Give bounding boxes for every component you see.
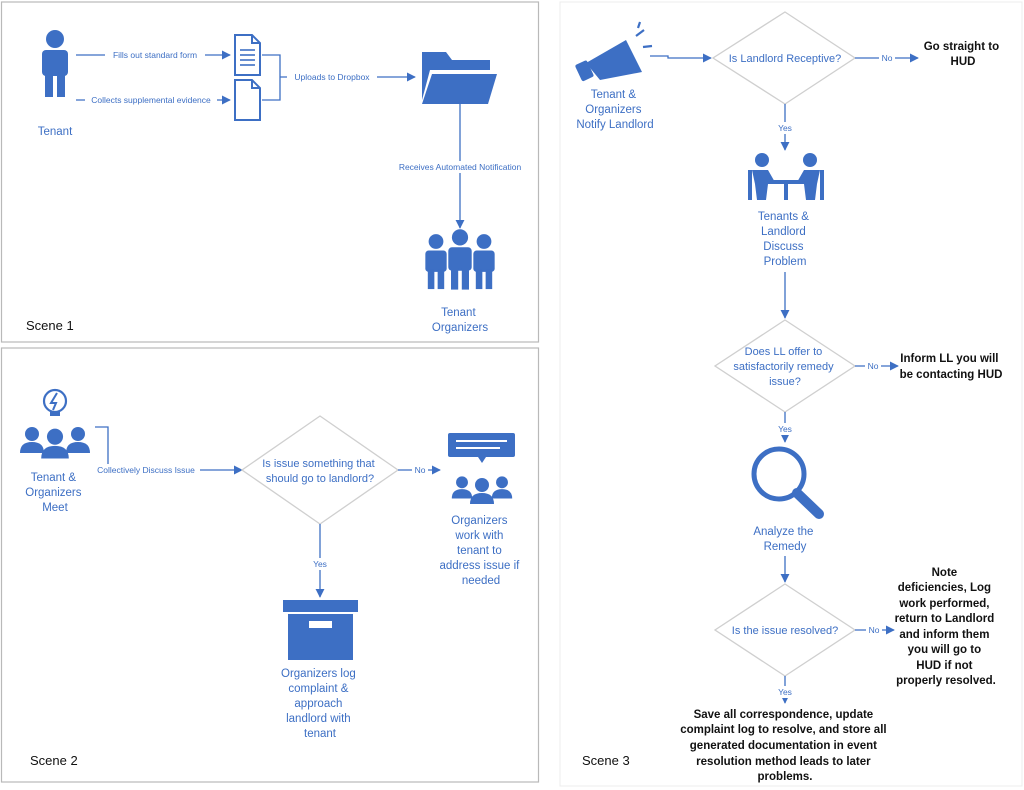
- notify-landlord-label: Tenant & Organizers Notify Landlord: [576, 89, 653, 131]
- inform-ll-label: Inform LL you will be contacting HUD: [900, 353, 1003, 381]
- evidence-document-icon: [234, 79, 261, 121]
- no-label-receptive: No: [882, 53, 893, 63]
- collects-evidence-label: Collects supplemental evidence: [91, 95, 211, 105]
- scene1-panel: [0, 1, 540, 343]
- form-document-icon: [234, 34, 261, 76]
- no-label-scene2: No: [415, 465, 426, 475]
- decision-landlord: [240, 415, 400, 525]
- decision-offer-label: Does LL offer to satisfactorily remedy i…: [733, 346, 836, 388]
- scene3-title: Scene 3: [582, 753, 630, 768]
- lightbulb-icon: [42, 388, 68, 416]
- folder-icon: [422, 52, 497, 104]
- meet-label: Tenant & Organizers Meet: [25, 472, 84, 514]
- archive-box-icon: [283, 600, 358, 660]
- organizers-work-label: Organizers work with tenant to address i…: [439, 515, 522, 587]
- decision-landlord-label: Is issue something that should go to lan…: [262, 458, 378, 485]
- arrow-notify: [650, 53, 712, 63]
- note-deficiencies-label: Note deficiencies, Log work performed, r…: [895, 567, 998, 687]
- meeting-table-icon: [748, 153, 824, 200]
- bracket-docs: [262, 54, 281, 101]
- scene2-panel: [0, 347, 540, 783]
- tenant-person-icon: [42, 30, 68, 97]
- yes-label-offer: Yes: [778, 424, 792, 434]
- yes-label-receptive: Yes: [778, 123, 792, 133]
- fills-form-label: Fills out standard form: [113, 50, 197, 60]
- scene2-title: Scene 2: [30, 753, 78, 768]
- decision-resolved-label: Is the issue resolved?: [732, 625, 838, 637]
- discuss-problem-label: Tenants & Landlord Discuss Problem: [758, 211, 812, 268]
- decision-receptive-label: Is Landlord Receptive?: [729, 53, 842, 65]
- magnifier-icon: [751, 446, 824, 519]
- no-label-offer: No: [868, 361, 879, 371]
- yes-label-scene2: Yes: [313, 559, 327, 569]
- analyze-remedy-label: Analyze the Remedy: [753, 526, 816, 553]
- tenant-label: Tenant: [38, 126, 73, 138]
- no-label-resolved: No: [869, 625, 880, 635]
- uploads-label: Uploads to Dropbox: [294, 72, 370, 82]
- organizers-group-icon: [425, 229, 495, 290]
- arrow-discuss: [95, 426, 243, 475]
- yes-label-resolved: Yes: [778, 687, 792, 697]
- go-straight-hud-label: Go straight to HUD: [924, 41, 1003, 68]
- notification-label: Receives Automated Notification: [399, 162, 522, 172]
- log-complaint-label: Organizers log complaint & approach land…: [281, 668, 359, 740]
- scene1-title: Scene 1: [26, 318, 74, 333]
- organizers-label: Tenant Organizers: [432, 307, 488, 334]
- scene3-panel: [559, 1, 1023, 787]
- save-correspondence-label: Save all correspondence, update complain…: [680, 709, 890, 783]
- chat-group-icon: [448, 433, 515, 504]
- meeting-group-icon: [20, 427, 90, 459]
- megaphone-icon: [575, 21, 653, 82]
- discuss-label: Collectively Discuss Issue: [97, 465, 195, 475]
